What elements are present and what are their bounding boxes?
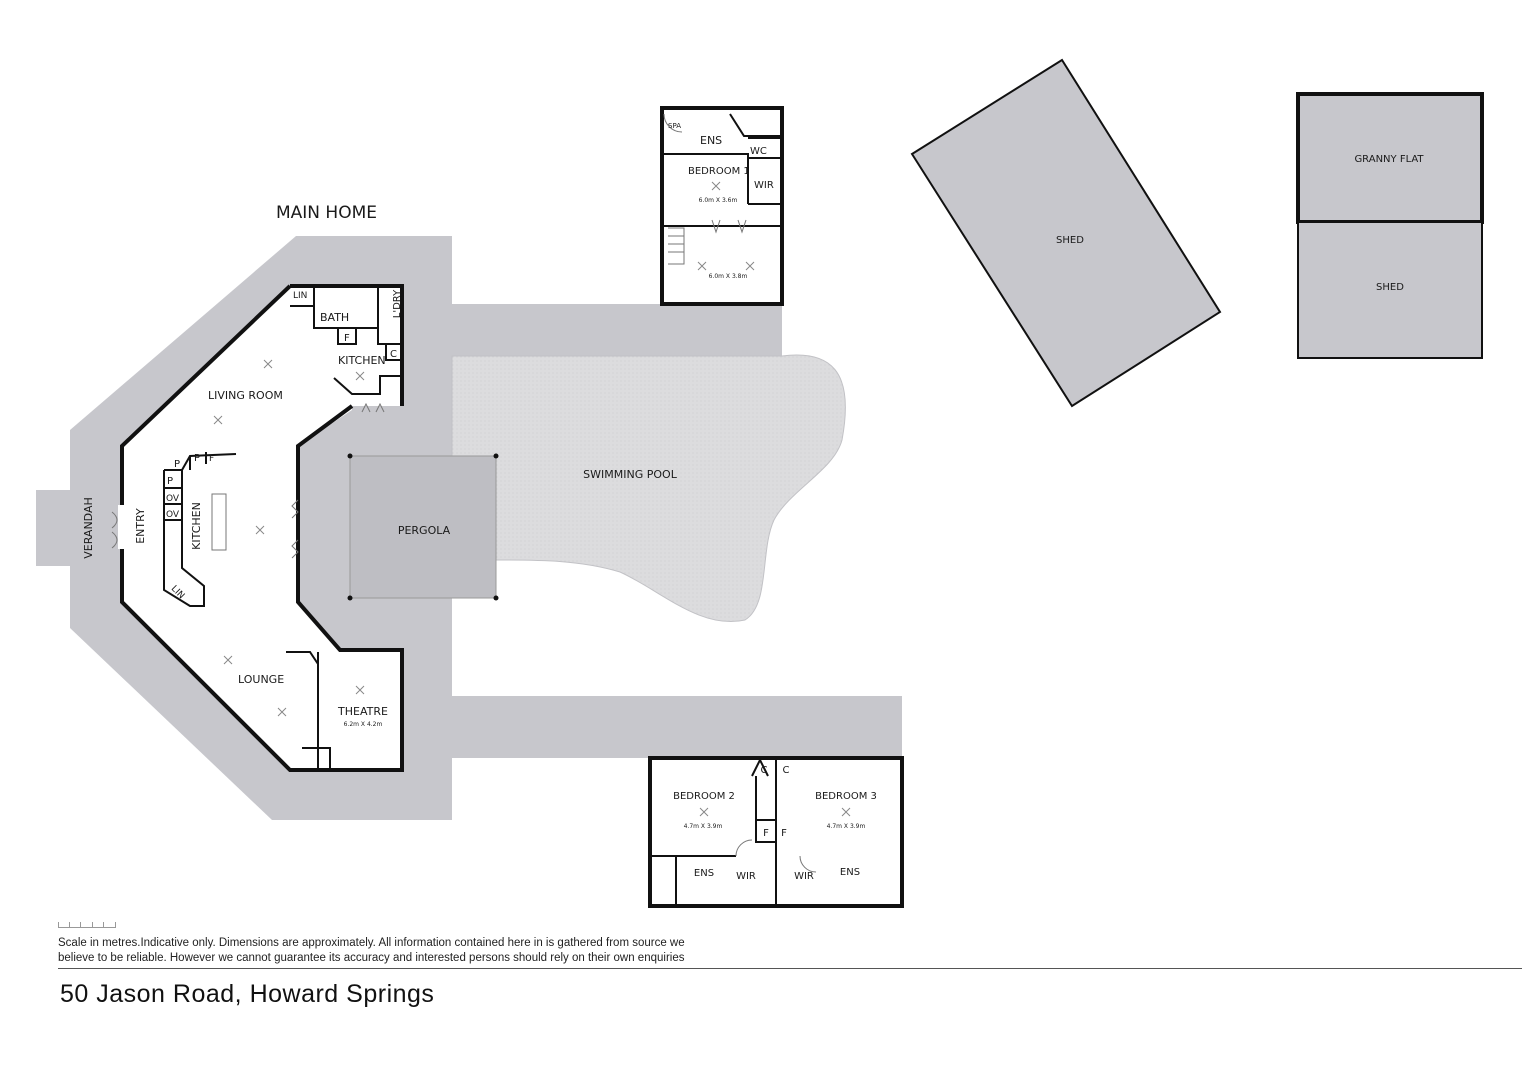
bath-f-label: F	[344, 333, 350, 344]
granny-flat	[1296, 92, 1484, 224]
f-left-label: F	[763, 828, 769, 839]
property-address: 50 Jason Road, Howard Springs	[60, 980, 435, 1008]
bedroom-1-label: BEDROOM 1	[688, 166, 750, 177]
shed-rotated	[910, 58, 1222, 408]
disclaimer-text: Scale in metres.Indicative only. Dimensi…	[58, 937, 685, 964]
scale-bar	[58, 922, 116, 928]
kitchen-main-label: KITCHEN	[190, 502, 203, 550]
shed-right-label: SHED	[1376, 282, 1404, 293]
spa-label: SPA	[668, 122, 681, 130]
wc-label: WC	[750, 146, 767, 157]
bedroom-2-dimensions: 4.7m X 3.9m	[684, 823, 723, 830]
bedroom-1-pavilion	[660, 106, 784, 306]
entry-label: ENTRY	[134, 508, 147, 544]
laundry-label: L'DRY	[392, 289, 403, 318]
footer-divider	[58, 968, 1522, 969]
bedroom-2-3-pavilion	[648, 756, 904, 908]
oven-2-label: OV	[166, 510, 180, 520]
wir-b3-label: WIR	[794, 871, 814, 882]
lounge-label: LOUNGE	[238, 673, 284, 686]
shed-rotated-label: SHED	[1056, 235, 1084, 246]
pantry-1-label: P	[174, 459, 180, 470]
main-home	[111, 284, 404, 772]
theatre-dimensions: 6.2m X 4.2m	[344, 721, 383, 728]
oven-1-label: OV	[166, 494, 180, 504]
ensuite-b3-label: ENS	[840, 867, 860, 878]
swimming-pool	[451, 354, 846, 622]
theatre-label: THEATRE	[337, 705, 388, 718]
bedroom-3-dimensions: 4.7m X 3.9m	[827, 823, 866, 830]
linen-top-label: LIN	[293, 291, 307, 301]
bedroom-2-label: BEDROOM 2	[673, 791, 735, 802]
cupboard-left-label: C	[761, 765, 768, 776]
f-right-label: F	[781, 828, 787, 839]
kitchenette-c-label: C	[390, 349, 397, 360]
living-room-label: LIVING ROOM	[208, 389, 283, 402]
pergola	[347, 453, 499, 601]
swimming-pool-label: SWIMMING POOL	[583, 468, 678, 481]
kitchenette-label: KITCHEN	[338, 354, 386, 367]
bedroom-3-label: BEDROOM 3	[815, 791, 877, 802]
pergola-label: PERGOLA	[398, 524, 451, 537]
wir-b2-label: WIR	[736, 871, 756, 882]
pantry-3-label: P	[167, 476, 173, 487]
wir-b1-label: WIR	[754, 180, 774, 191]
studio-dimensions: 6.0m X 3.8m	[709, 273, 748, 280]
bath-label: BATH	[320, 311, 349, 324]
granny-flat-label: GRANNY FLAT	[1354, 154, 1424, 165]
main-home-title: MAIN HOME	[276, 203, 377, 223]
ensuite-b2-label: ENS	[694, 868, 714, 879]
ensuite-b1-label: ENS	[700, 134, 722, 147]
cupboard-right-label: C	[783, 765, 790, 776]
shed-right	[1297, 221, 1483, 359]
verandah-label: VERANDAH	[82, 497, 95, 559]
pantry-f-label: F	[209, 454, 214, 464]
bedroom-1-dimensions: 6.0m X 3.6m	[699, 197, 738, 204]
pantry-2-label: P	[194, 453, 200, 464]
